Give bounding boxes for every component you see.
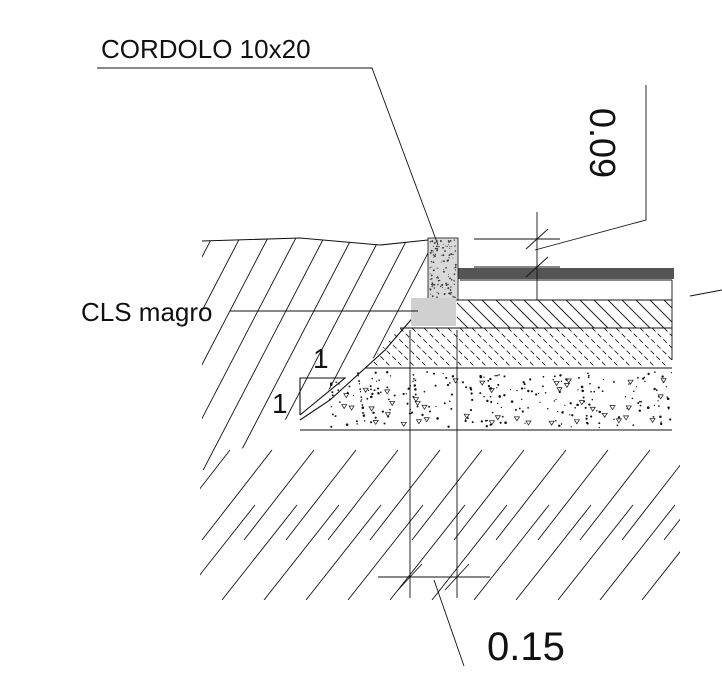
base-layer-hatch xyxy=(457,300,672,328)
lean-concrete-block xyxy=(411,298,456,326)
gravel-layer-texture xyxy=(329,371,673,429)
dimension-bottom xyxy=(378,330,490,667)
slope-run-label: 1 xyxy=(272,388,288,419)
ground-hatch xyxy=(200,449,680,600)
dimension-top-value: 0.09 xyxy=(582,108,623,178)
slope-indicator xyxy=(299,377,347,416)
slope-rise-label: 1 xyxy=(313,343,329,374)
subbase-dashed-hatch xyxy=(365,328,672,368)
leader-lines xyxy=(97,67,722,312)
pavement-layer xyxy=(458,268,674,279)
lean-concrete-label: CLS magro xyxy=(81,297,213,327)
curb-texture xyxy=(429,239,457,299)
embankment-hatch xyxy=(202,238,428,470)
dimension-bottom-value: 0.15 xyxy=(487,625,565,669)
dimension-top xyxy=(474,212,560,300)
section-outlines xyxy=(201,237,673,431)
curb-label: CORDOLO 10x20 xyxy=(101,34,311,64)
